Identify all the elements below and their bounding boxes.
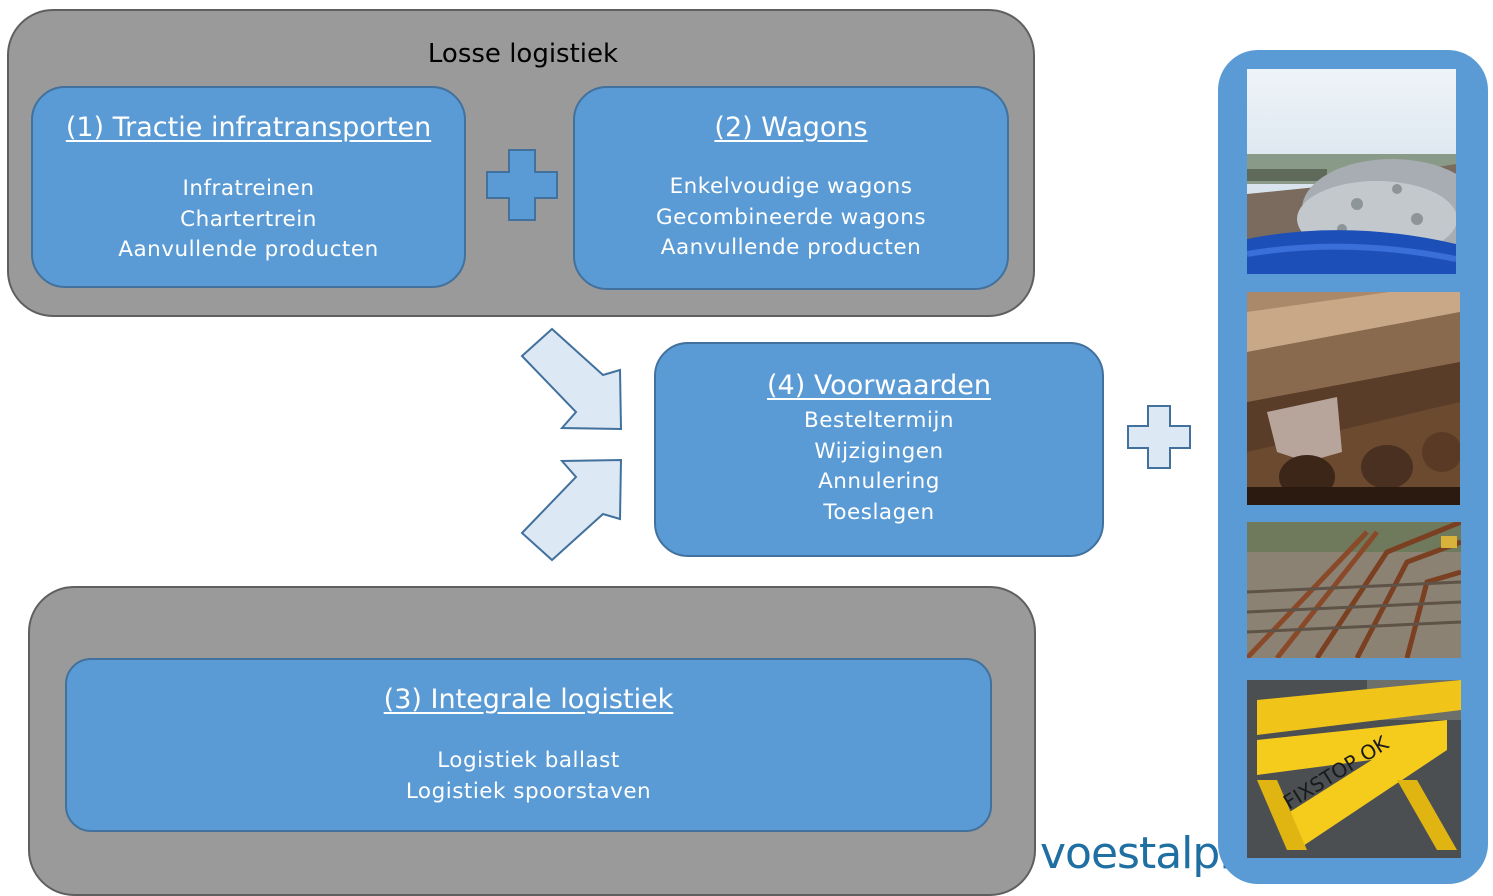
tractie-item: Aanvullende producten: [118, 237, 379, 262]
voorwaarden-item: Wijzigingen: [814, 438, 944, 464]
integrale-item: Logistiek spoorstaven: [405, 778, 652, 804]
tractie-box: (1) Tractie infratransporten Infratreine…: [31, 86, 466, 288]
arrow-up-right-icon: [520, 458, 623, 562]
track-switches-photo: [1247, 522, 1461, 658]
wagons-title[interactable]: (2) Wagons: [714, 112, 868, 143]
wagons-box: (2) Wagons Enkelvoudige wagons Gecombine…: [573, 86, 1009, 290]
rail-ends-photo: [1247, 292, 1460, 505]
tractie-item: Chartertrein: [180, 206, 317, 232]
voestalpine-logo: voestalpi: [1040, 828, 1232, 879]
voorwaarden-box: (4) Voorwaarden Besteltermijn Wijziginge…: [654, 342, 1104, 557]
wagons-item: Aanvullende producten: [660, 235, 922, 260]
arrow-down-right-icon: [520, 327, 623, 431]
plus-outline-icon: [1127, 405, 1191, 469]
wagons-item: Gecombineerde wagons: [655, 204, 927, 230]
tractie-title[interactable]: (1) Tractie infratransporten: [65, 112, 432, 143]
voorwaarden-title[interactable]: (4) Voorwaarden: [766, 370, 991, 401]
wagons-item: Enkelvoudige wagons: [669, 174, 913, 199]
voorwaarden-item: Annulering: [818, 469, 940, 494]
buffer-stop-photo: FIXSTOP OK: [1247, 680, 1461, 858]
voorwaarden-item: Toeslagen: [823, 499, 935, 525]
losse-logistiek-title: Losse logistiek: [427, 39, 619, 69]
voorwaarden-item: Besteltermijn: [804, 408, 954, 433]
ballast-wagon-photo: [1247, 69, 1456, 274]
integrale-box: (3) Integrale logistiek Logistiek ballas…: [65, 658, 992, 832]
tractie-item: Infratreinen: [182, 176, 315, 201]
integrale-title[interactable]: (3) Integrale logistiek: [383, 684, 674, 715]
integrale-item: Logistiek ballast: [437, 748, 620, 773]
plus-icon: [486, 149, 558, 221]
